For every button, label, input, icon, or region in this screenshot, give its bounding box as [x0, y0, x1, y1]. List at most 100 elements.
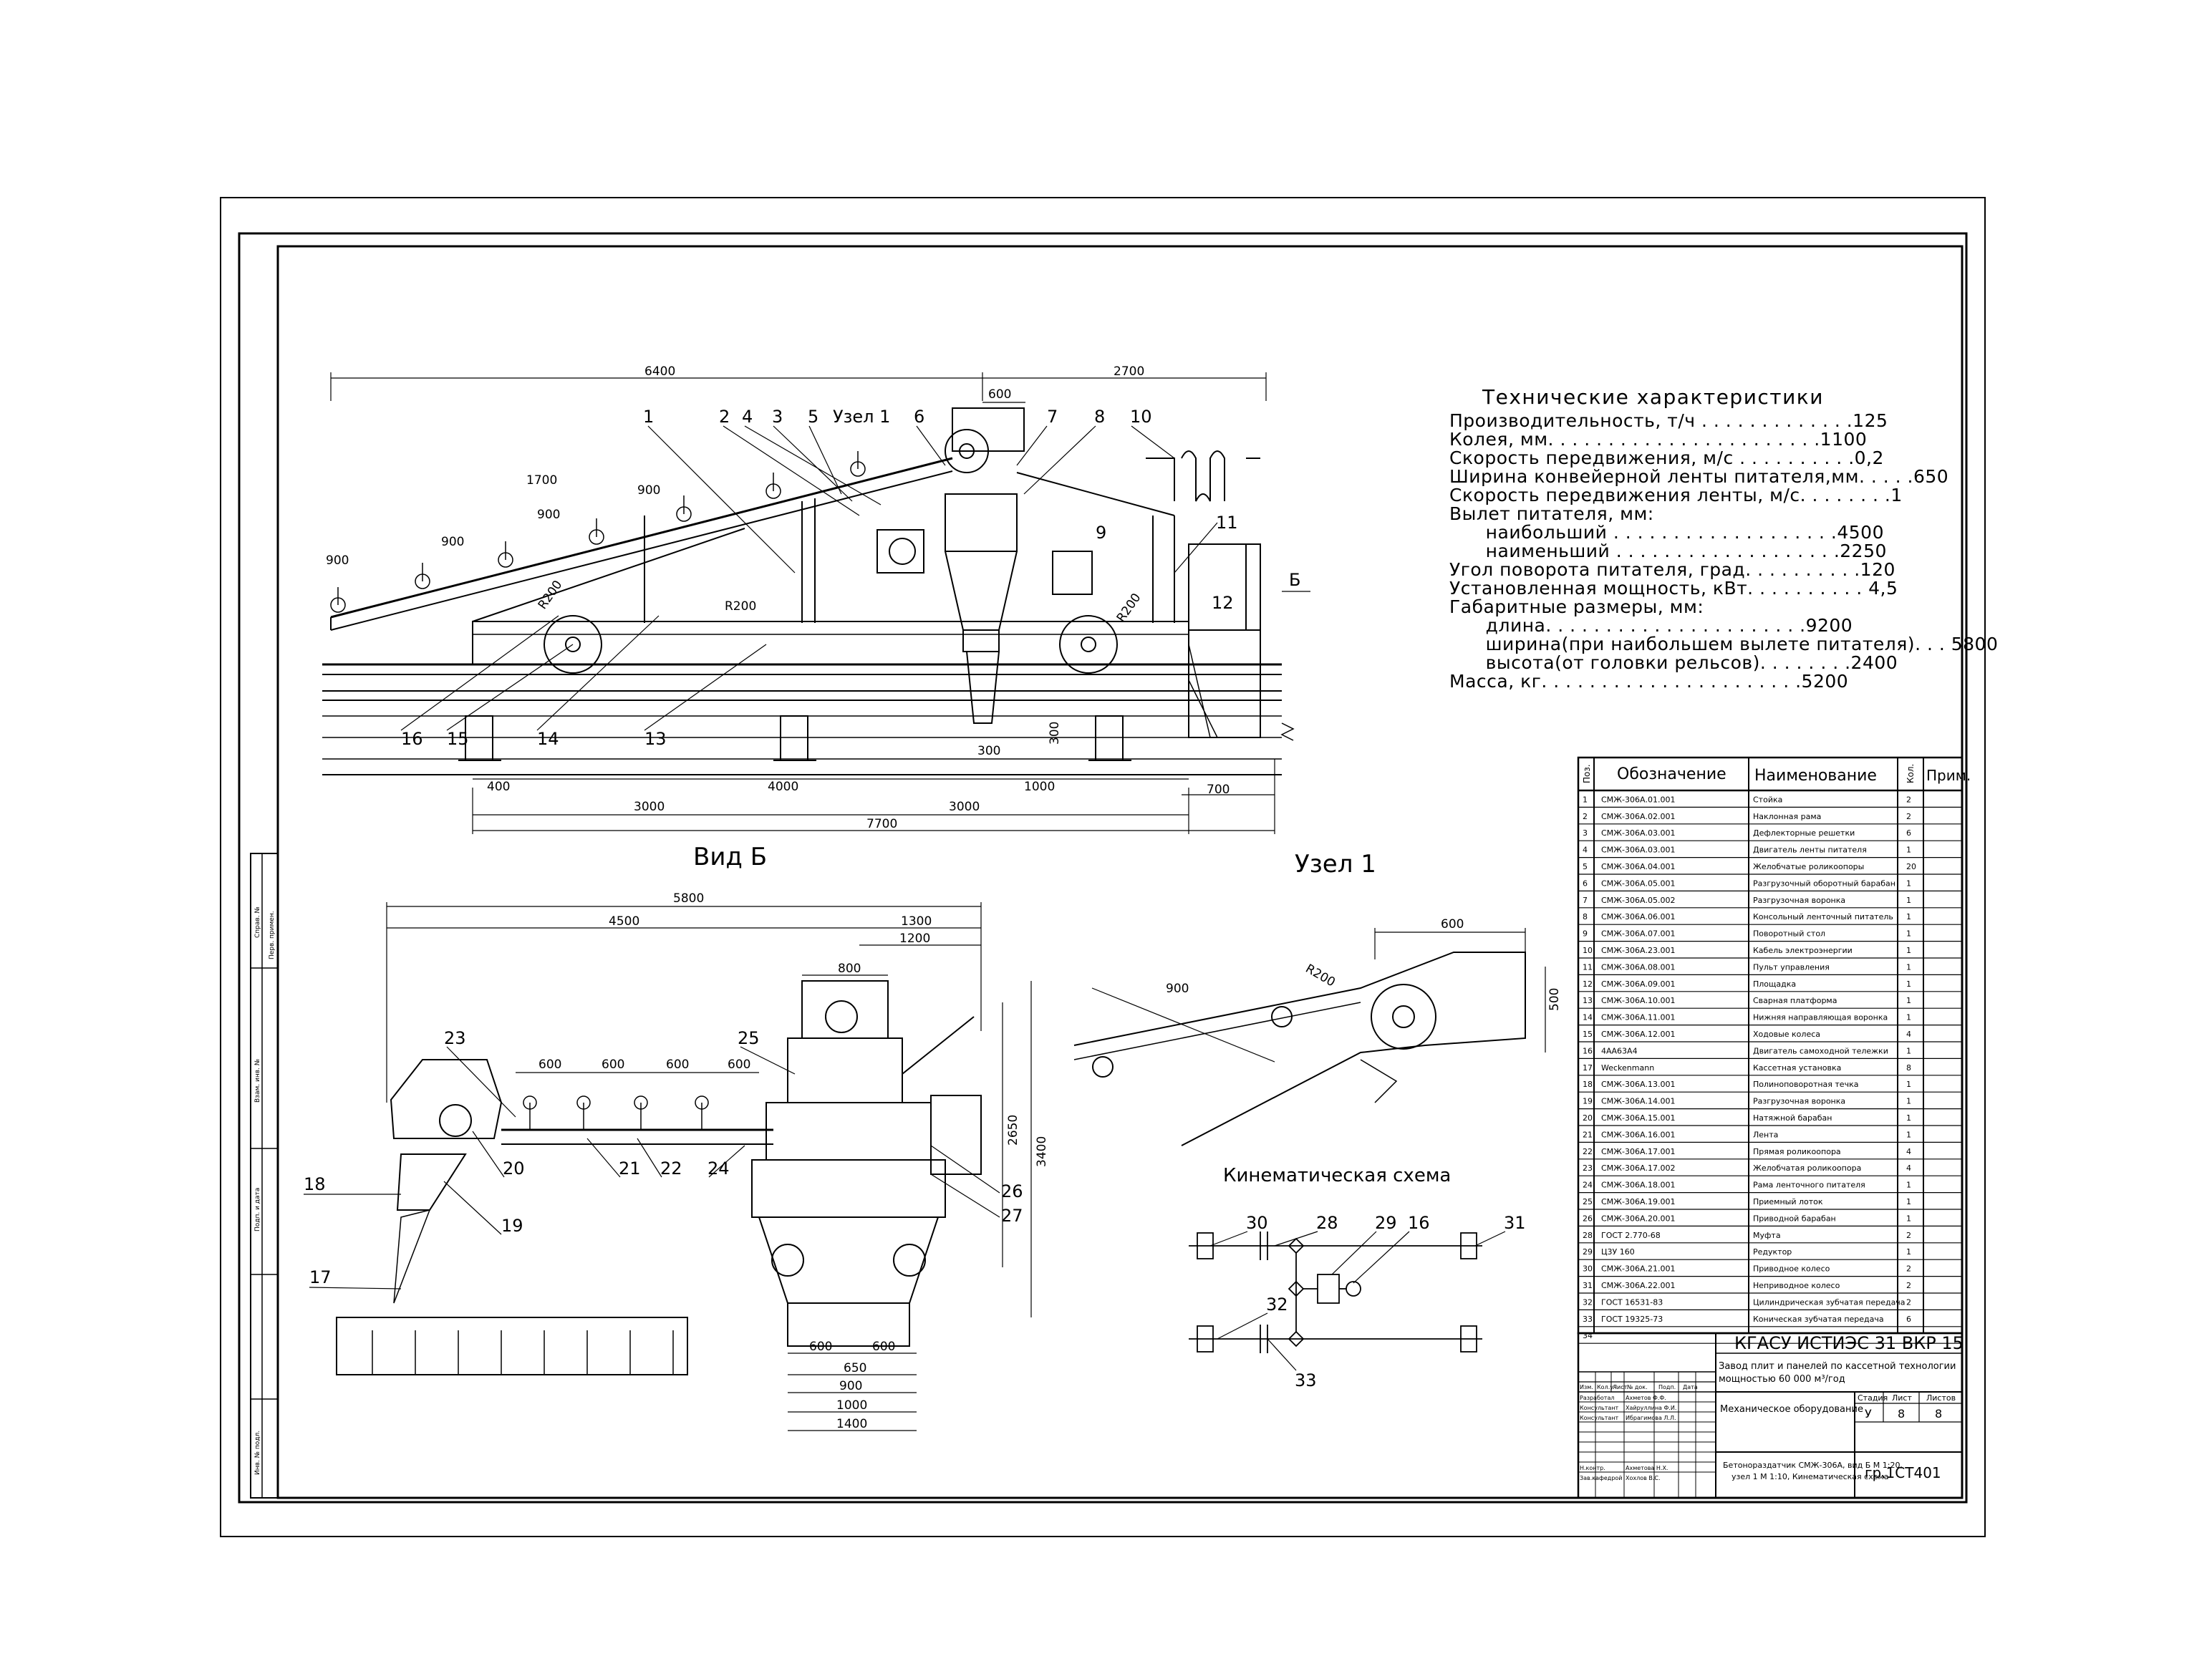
strip-text-4: Справ. № [254, 906, 261, 938]
spec-h-pos: Поз. [1582, 764, 1592, 783]
spec-code: СМЖ-306А.15.001 [1601, 1113, 1676, 1123]
tech-line-6: Вылет питателя, мм: [1449, 503, 1654, 524]
dim-r200-b: R200 [725, 599, 756, 614]
spec-pos: 10 [1583, 946, 1593, 955]
spec-qty: 1 [1906, 1113, 1911, 1123]
spec-name: Желобчатая роликоопора [1753, 1163, 1861, 1173]
spec-pos: 32 [1583, 1297, 1593, 1307]
spec-qty: 2 [1906, 1264, 1911, 1274]
kinematic-leaders [1209, 1231, 1506, 1371]
label-vid-b: Вид Б [693, 843, 767, 871]
spec-code: СМЖ-306А.10.001 [1601, 996, 1676, 1005]
spec-pos: 13 [1583, 996, 1593, 1005]
arrow-b-label: Б [1289, 570, 1300, 590]
stamp-section: Механическое оборудование [1720, 1404, 1863, 1415]
spec-code: СМЖ-306А.05.002 [1601, 896, 1676, 905]
spec-table: Поз. Обозначение Наименование Кол. Прим.… [1577, 756, 1971, 1344]
spec-pos: 8 [1583, 912, 1588, 921]
spec-qty: 4 [1906, 1030, 1911, 1039]
spec-pos: 7 [1583, 896, 1588, 905]
label-kinematic: Кинематическая схема [1223, 1165, 1451, 1186]
dim-3000-b: 3000 [949, 800, 980, 814]
dim-700: 700 [1207, 783, 1230, 797]
spec-name: Ходовые колеса [1753, 1030, 1820, 1039]
vb-dim-2650: 2650 [1006, 1115, 1020, 1146]
spec-qty: 1 [1906, 1247, 1911, 1257]
spec-qty: 6 [1906, 1315, 1911, 1324]
spec-pos: 26 [1583, 1214, 1593, 1223]
spec-name: Рама ленточного питателя [1753, 1181, 1865, 1190]
tech-line-10: Установленная мощность, кВт. . . . . . .… [1449, 578, 1898, 599]
spec-code: СМЖ-306А.13.001 [1601, 1080, 1676, 1089]
uzel-1-labels: 600 900 R200 500 [1166, 917, 1562, 1011]
callout-25: 25 [738, 1028, 760, 1048]
vb-dim-1300: 1300 [901, 914, 932, 929]
spec-name: Площадка [1753, 979, 1796, 989]
spec-name: Лента [1753, 1130, 1778, 1139]
spec-pos: 20 [1583, 1113, 1593, 1123]
stamp-desc-1: Бетонораздатчик СМЖ-306А, вид Б М 1:20, [1723, 1461, 1903, 1470]
stamp-role-2: Консультант [1580, 1405, 1619, 1411]
dim-r200-a: R200 [536, 578, 566, 612]
callout-16: 16 [401, 729, 423, 749]
spec-code: СМЖ-306А.08.001 [1601, 962, 1676, 972]
callout-5: 5 [808, 407, 818, 427]
spec-h-note: Прим. [1926, 767, 1971, 784]
spec-qty: 2 [1906, 812, 1911, 821]
callout-26: 26 [1001, 1181, 1023, 1201]
spec-code: ГОСТ 2.770-68 [1601, 1231, 1661, 1240]
spec-code: СМЖ-306А.22.001 [1601, 1281, 1676, 1290]
stamp-col-6: Дата [1683, 1384, 1698, 1390]
left-strip: Взам. инв. № Подп. и дата Инв. № подл. С… [250, 853, 279, 1499]
tech-line-7: наибольший . . . . . . . . . . . . . . .… [1449, 522, 1884, 543]
spec-name: Кассетная установка [1753, 1063, 1841, 1073]
spec-code: СМЖ-306А.20.001 [1601, 1214, 1676, 1223]
strip-text-5: Перв. примен. [269, 911, 276, 959]
spec-name: Цилиндрическая зубчатая передача [1753, 1297, 1906, 1307]
dim-600: 600 [988, 387, 1011, 402]
uz-dim-r200: R200 [1303, 962, 1338, 990]
label-uzel-1: Узел 1 [1295, 850, 1376, 879]
callout-29: 29 [1375, 1213, 1397, 1233]
dim-r200-c: R200 [1114, 591, 1144, 625]
spec-qty: 2 [1906, 795, 1911, 804]
spec-name: Консольный ленточный питатель [1753, 912, 1893, 921]
spec-qty: 6 [1906, 828, 1911, 838]
callout-18: 18 [304, 1174, 326, 1194]
vb-dim-600-c: 600 [666, 1058, 689, 1072]
stamp-code: КГАСУ ИСТИЭС 31 ВКР 15 [1734, 1333, 1964, 1353]
tech-characteristics: Технические характеристики Производитель… [1449, 385, 1998, 692]
spec-name: Коническая зубчатая передача [1753, 1315, 1884, 1324]
callout-32: 32 [1266, 1295, 1288, 1315]
spec-h-name: Наименование [1754, 767, 1877, 785]
tech-line-3: Скорость передвижения, м/с . . . . . . .… [1449, 447, 1884, 468]
spec-pos: 18 [1583, 1080, 1593, 1089]
spec-name: Кабель электроэнергии [1753, 946, 1853, 955]
spec-name: Приводной барабан [1753, 1214, 1836, 1223]
spec-name: Двигатель ленты питателя [1753, 846, 1867, 855]
callout-4: 4 [742, 407, 753, 427]
spec-qty: 1 [1906, 1181, 1911, 1190]
spec-code: СМЖ-306А.12.001 [1601, 1030, 1676, 1039]
tech-line-9: Угол поворота питателя, град. . . . . . … [1449, 559, 1895, 580]
spec-pos: 25 [1583, 1197, 1593, 1206]
spec-name: Пульт управления [1753, 962, 1830, 972]
spec-qty: 2 [1906, 1281, 1911, 1290]
callout-17: 17 [309, 1267, 332, 1287]
spec-qty: 1 [1906, 1130, 1911, 1139]
dim-300-a: 300 [977, 744, 1000, 758]
stamp-role-6: Зав.кафедрой [1580, 1475, 1623, 1481]
spec-qty: 1 [1906, 896, 1911, 905]
spec-pos: 24 [1583, 1181, 1593, 1190]
spec-code: СМЖ-306А.19.001 [1601, 1197, 1676, 1206]
main-callouts: 1 2 4 3 5 Узел 1 6 7 8 9 10 11 12 13 14 … [401, 407, 1300, 749]
spec-name: Разгрузочный оборотный барабан [1753, 879, 1895, 888]
spec-code: Weckenmann [1601, 1063, 1654, 1073]
dim-300-b: 300 [1048, 722, 1062, 745]
spec-pos: 17 [1583, 1063, 1593, 1073]
spec-h-qty: Кол. [1906, 764, 1916, 783]
stamp-name-2: Хайруллина Ф.И. [1626, 1405, 1676, 1411]
spec-qty: 1 [1906, 929, 1911, 939]
spec-code: СМЖ-306А.04.001 [1601, 862, 1676, 871]
